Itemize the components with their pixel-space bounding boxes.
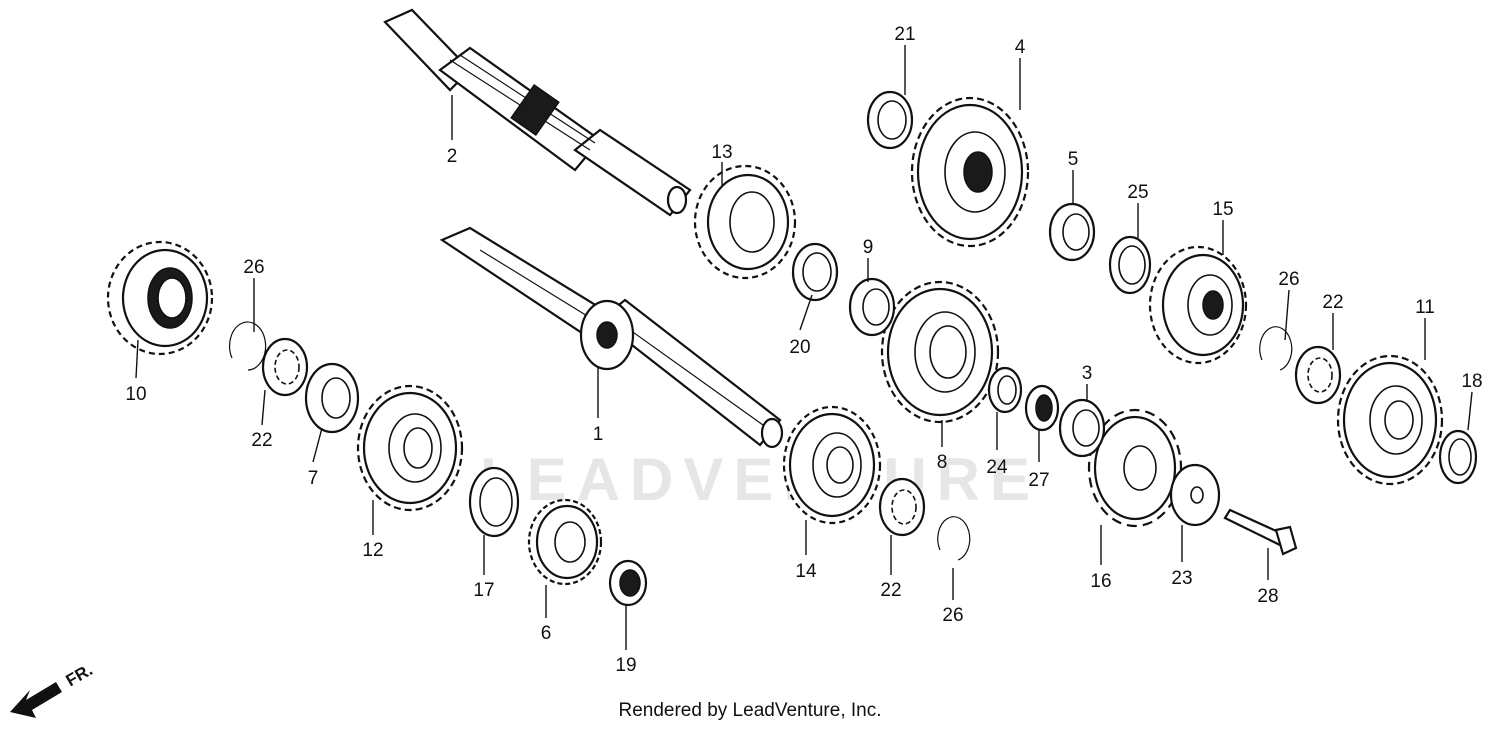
gear-8[interactable] — [880, 280, 1000, 424]
label-4[interactable]: 4 — [1015, 37, 1026, 58]
label-20[interactable]: 20 — [789, 337, 810, 358]
gear-14[interactable] — [782, 405, 882, 525]
gear-13[interactable] — [693, 164, 797, 280]
label-19[interactable]: 19 — [615, 655, 636, 676]
sprocket-16[interactable] — [1087, 408, 1183, 528]
label-25[interactable]: 25 — [1127, 182, 1148, 203]
label-1[interactable]: 1 — [593, 424, 604, 445]
label-8[interactable]: 8 — [937, 452, 948, 473]
gear-15[interactable] — [1148, 245, 1248, 365]
part-labels: 2 13 21 4 5 25 15 9 20 26 10 22 7 1 12 1… — [125, 24, 1482, 676]
bolt-28[interactable] — [1223, 508, 1298, 556]
label-9[interactable]: 9 — [863, 237, 874, 258]
label-12[interactable]: 12 — [362, 540, 383, 561]
label-23[interactable]: 23 — [1171, 568, 1192, 589]
gear-10[interactable] — [106, 240, 214, 356]
label-22-bottom[interactable]: 22 — [880, 580, 901, 601]
washer-27[interactable] — [1024, 384, 1060, 432]
washer-25[interactable] — [1108, 235, 1152, 295]
label-10[interactable]: 10 — [125, 384, 146, 405]
label-21[interactable]: 21 — [894, 24, 915, 45]
gear-6[interactable] — [527, 498, 603, 586]
gear-4[interactable] — [910, 96, 1030, 248]
bearing-3[interactable] — [1058, 398, 1106, 458]
label-5[interactable]: 5 — [1068, 149, 1079, 170]
bearing-9[interactable] — [848, 277, 896, 337]
circlip-26-left[interactable] — [228, 321, 267, 371]
label-17[interactable]: 17 — [473, 580, 494, 601]
washer-23[interactable] — [1169, 463, 1221, 527]
front-direction-label: FR. — [63, 660, 96, 690]
countershaft[interactable] — [383, 8, 692, 217]
label-28[interactable]: 28 — [1257, 586, 1278, 607]
lock-washer-22-right[interactable] — [1294, 345, 1342, 405]
bushing-7[interactable] — [304, 362, 360, 434]
label-26-right[interactable]: 26 — [1278, 269, 1299, 290]
label-27[interactable]: 27 — [1028, 470, 1049, 491]
label-15[interactable]: 15 — [1212, 199, 1233, 220]
label-14[interactable]: 14 — [795, 561, 817, 582]
label-16[interactable]: 16 — [1090, 571, 1111, 592]
footer-credit: Rendered by LeadVenture, Inc. — [618, 700, 882, 721]
label-11[interactable]: 11 — [1415, 297, 1435, 318]
label-13[interactable]: 13 — [711, 142, 732, 163]
washer-20[interactable] — [791, 242, 839, 302]
mainshaft[interactable] — [439, 226, 784, 449]
label-6[interactable]: 6 — [541, 623, 552, 644]
washer-17[interactable] — [468, 466, 520, 538]
leader-lines — [135, 45, 1473, 650]
label-22-left[interactable]: 22 — [251, 430, 272, 451]
label-24[interactable]: 24 — [986, 457, 1008, 478]
lock-washer-22-left[interactable] — [261, 337, 309, 397]
washer-24[interactable] — [987, 366, 1023, 414]
label-2[interactable]: 2 — [447, 146, 458, 167]
circlip-26-right[interactable] — [1259, 326, 1293, 371]
washer-19[interactable] — [608, 559, 648, 607]
label-18[interactable]: 18 — [1461, 371, 1482, 392]
gear-12[interactable] — [356, 384, 464, 512]
label-22-right[interactable]: 22 — [1322, 292, 1343, 313]
label-26-bottom[interactable]: 26 — [942, 605, 963, 626]
circlip-26-bottom[interactable] — [937, 516, 971, 561]
label-26-left[interactable]: 26 — [243, 257, 264, 278]
lock-washer-22-bottom[interactable] — [878, 477, 926, 537]
gear-11[interactable] — [1336, 354, 1444, 486]
washer-21[interactable] — [866, 90, 914, 150]
bearing-5[interactable] — [1048, 202, 1096, 262]
label-7[interactable]: 7 — [308, 468, 319, 489]
label-3[interactable]: 3 — [1082, 363, 1093, 384]
washer-18[interactable] — [1438, 429, 1478, 485]
